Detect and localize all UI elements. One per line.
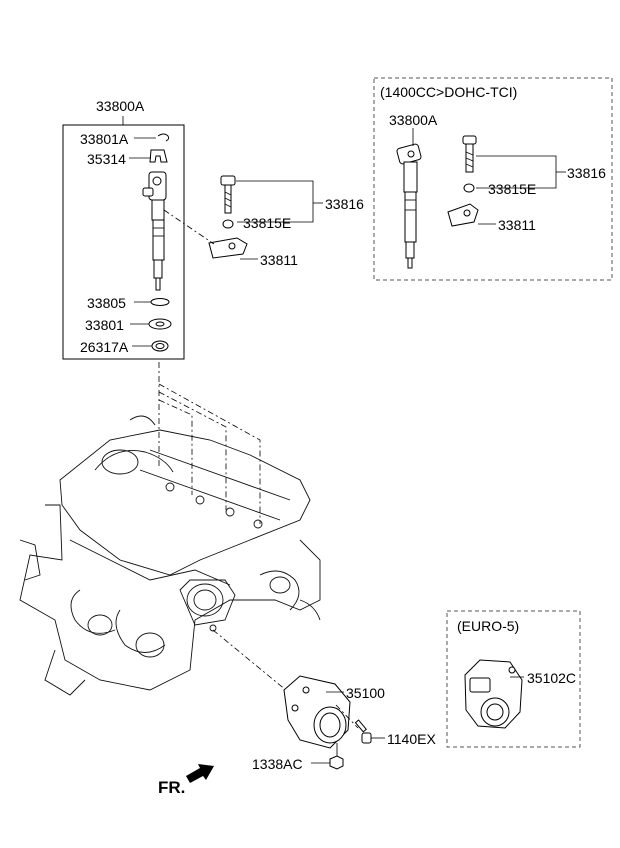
label-spacer-center: 33815E — [243, 215, 291, 231]
injector-right-icon — [396, 143, 422, 269]
nut-1338ac-icon — [329, 743, 344, 770]
projection-lines — [158, 362, 299, 701]
seal-ring-26317a-icon — [151, 340, 169, 352]
front-arrow-icon — [186, 764, 214, 783]
bolt-right-icon — [462, 135, 477, 173]
clip-33801a-icon — [157, 133, 170, 142]
label-clamp-center: 33811 — [260, 252, 298, 268]
label-o-ring: 33805 — [87, 295, 126, 311]
label-throttle-body: 35100 — [346, 685, 385, 701]
label-bolt-throttle: 1140EX — [387, 731, 436, 747]
dohc-variant-box — [373, 77, 613, 281]
label-seal-clip: 35314 — [87, 151, 126, 167]
bolt-1140ex-icon — [354, 719, 372, 744]
label-injector-assy-left: 33800A — [96, 98, 145, 114]
label-clamp-right: 33811 — [498, 217, 536, 233]
label-throttle-body-euro5: 35102C — [527, 670, 576, 686]
label-variant-euro5: (EURO-5) — [457, 618, 519, 634]
label-washer: 33801 — [85, 317, 124, 333]
throttle-body-35100-icon — [283, 675, 351, 749]
label-seal-ring: 26317A — [80, 339, 129, 355]
clamp-center-icon — [208, 237, 248, 259]
label-clip-left: 33801A — [80, 131, 129, 147]
washer-33801-icon — [148, 318, 172, 330]
label-nut-throttle: 1338AC — [252, 756, 303, 772]
label-injector-assy-right: 33800A — [389, 112, 438, 128]
injector-left-icon — [142, 171, 167, 291]
euro5-variant-box — [446, 610, 581, 748]
label-bolt-group-center: 33816 — [325, 196, 364, 212]
spacer-right-icon — [463, 183, 475, 193]
label-front-marker: FR. — [158, 778, 185, 797]
seal-clip-35314-icon — [149, 149, 168, 163]
injector-group-box — [62, 124, 185, 360]
throttle-body-35102c-icon — [464, 659, 523, 729]
spacer-center-icon — [222, 219, 234, 229]
label-bolt-group-right: 33816 — [567, 165, 606, 181]
label-variant-dohc: (1400CC>DOHC-TCI) — [380, 84, 517, 100]
clamp-right-icon — [447, 203, 479, 227]
bolt-center-icon — [220, 175, 236, 214]
label-spacer-right: 33815E — [488, 181, 536, 197]
engine-head-icon — [19, 415, 321, 696]
o-ring-33805-icon — [150, 298, 170, 306]
